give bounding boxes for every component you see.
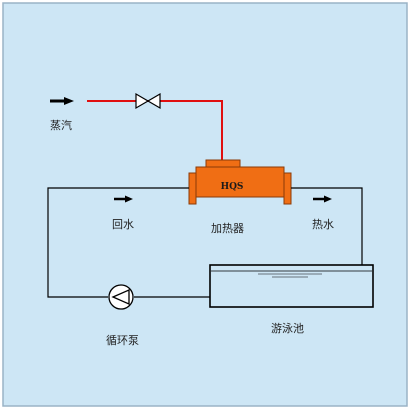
pump-icon bbox=[108, 284, 134, 310]
hot-flow-arrow-icon bbox=[313, 195, 332, 203]
return-water-label: 回水 bbox=[112, 218, 134, 231]
pool-tank-icon bbox=[209, 264, 374, 308]
gate-valve-icon bbox=[135, 92, 161, 110]
pool-label: 游泳池 bbox=[271, 321, 304, 335]
heater-icon bbox=[188, 159, 292, 205]
return-water-pipe bbox=[47, 187, 189, 298]
pump-label: 循环泵 bbox=[106, 334, 139, 347]
hot-water-pipe bbox=[291, 187, 363, 265]
heater-tag: HQS bbox=[221, 182, 244, 192]
diagram-background bbox=[2, 2, 408, 407]
return-flow-arrow-icon bbox=[114, 195, 133, 203]
hot-water-label: 热水 bbox=[312, 218, 334, 231]
steam-label: 蒸汽 bbox=[50, 118, 72, 132]
steam-arrow-icon bbox=[50, 97, 74, 105]
steam-pipe bbox=[87, 100, 223, 160]
heater-label: 加热器 bbox=[211, 222, 244, 235]
